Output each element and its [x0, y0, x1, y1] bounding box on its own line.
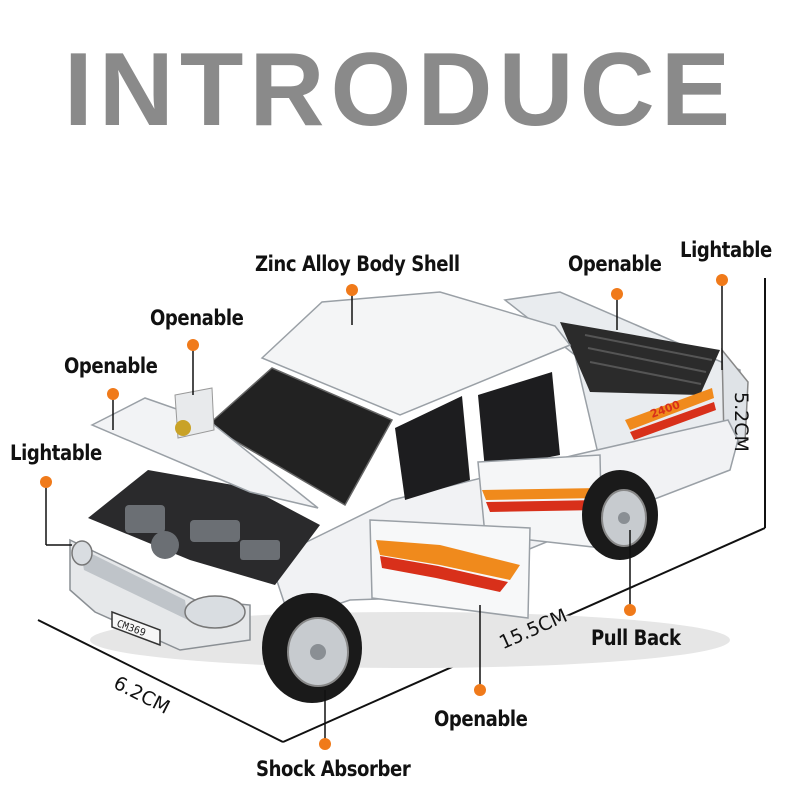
- callout-dots: [40, 274, 728, 750]
- dot-front-light: [40, 476, 52, 488]
- rear-wheel: [582, 470, 658, 560]
- dot-rear-light: [716, 274, 728, 286]
- dot-front-door: [107, 388, 119, 400]
- label-pull-back: Pull Back: [591, 626, 681, 650]
- label-openable-hood: Openable: [150, 306, 244, 330]
- dot-pull-back: [624, 604, 636, 616]
- cab-roof: [260, 291, 572, 416]
- tailgate: [721, 347, 749, 443]
- hood-emblem: [175, 420, 191, 436]
- label-zinc-alloy-body-shell: Zinc Alloy Body Shell: [255, 252, 460, 276]
- headlight: [184, 595, 246, 629]
- dot-side-door: [474, 684, 486, 696]
- page-title: INTRODUCE: [63, 32, 737, 148]
- dimension-height-label: 5.2CM: [730, 392, 752, 452]
- windshield: [206, 367, 394, 507]
- dot-shock-absorber: [319, 738, 331, 750]
- pickup-truck-model: 2400 CM369: [69, 291, 749, 703]
- callout-leaders: [45, 280, 723, 740]
- open-hood: [90, 397, 319, 509]
- label-lightable-rear: Lightable: [680, 238, 772, 262]
- width-dimension-line: [37, 619, 284, 743]
- label-shock-absorber: Shock Absorber: [256, 757, 411, 781]
- dot-hood: [187, 339, 199, 351]
- grille: [80, 548, 188, 620]
- dot-body-shell: [346, 284, 358, 296]
- rear-side-window: [478, 372, 560, 470]
- front-side-window: [395, 396, 470, 500]
- front-wheel: [262, 593, 362, 703]
- label-openable-side-door: Openable: [434, 707, 528, 731]
- license-plate: [111, 610, 161, 647]
- label-openable-tailgate: Openable: [568, 252, 662, 276]
- label-lightable-front: Lightable: [10, 441, 102, 465]
- label-openable-front-door: Openable: [64, 354, 158, 378]
- dot-tailgate: [611, 288, 623, 300]
